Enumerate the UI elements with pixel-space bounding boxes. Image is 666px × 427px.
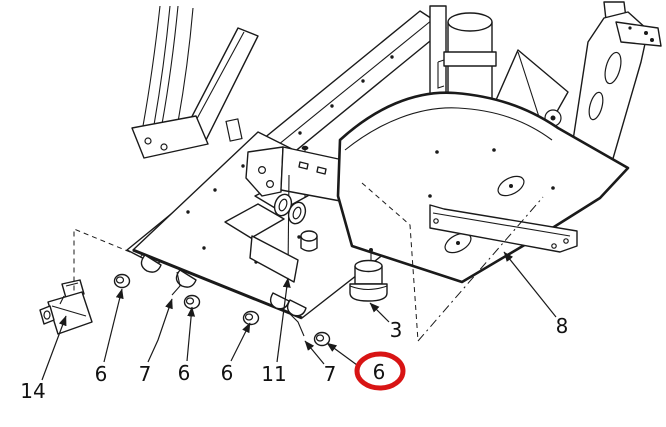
callout-7b-label: 7 <box>324 362 337 386</box>
bushing-6-2 <box>183 294 201 310</box>
bracket-part8 <box>429 204 578 253</box>
isolator-stack <box>249 174 318 283</box>
callout-14-label: 14 <box>20 379 45 403</box>
callout-6b-label: 6 <box>178 361 191 385</box>
leader-7a <box>147 298 173 363</box>
part3-isolator-mount <box>349 248 388 302</box>
bushing-6-1 <box>113 273 131 289</box>
callout-6c-label: 6 <box>221 361 234 385</box>
highlight-circle <box>354 351 406 391</box>
callout-8-label: 8 <box>556 314 569 338</box>
callout-7a-label: 7 <box>139 362 152 386</box>
bushings-part6 <box>113 273 331 347</box>
bushing-6-3 <box>242 310 260 326</box>
callout-11-label: 11 <box>261 362 286 386</box>
leader-6a <box>103 288 124 363</box>
curved-tube <box>131 5 209 159</box>
leader-7b <box>304 340 325 365</box>
leader-lines <box>41 251 557 381</box>
leader-6c <box>230 322 251 362</box>
callout-6d-label: 6 <box>373 360 386 384</box>
projection-lines <box>73 182 544 342</box>
leader-3 <box>369 302 390 323</box>
part14-bracket <box>39 279 93 335</box>
leader-6d <box>326 342 358 366</box>
highlight-overlay <box>354 351 406 391</box>
leader-8 <box>503 251 557 318</box>
callout-6a-label: 6 <box>95 362 108 386</box>
leader-6b <box>186 306 196 362</box>
bushing-6-4 <box>313 331 331 347</box>
callout-3-label: 3 <box>390 318 403 342</box>
leader-14 <box>41 315 67 381</box>
leader-11 <box>276 277 291 363</box>
